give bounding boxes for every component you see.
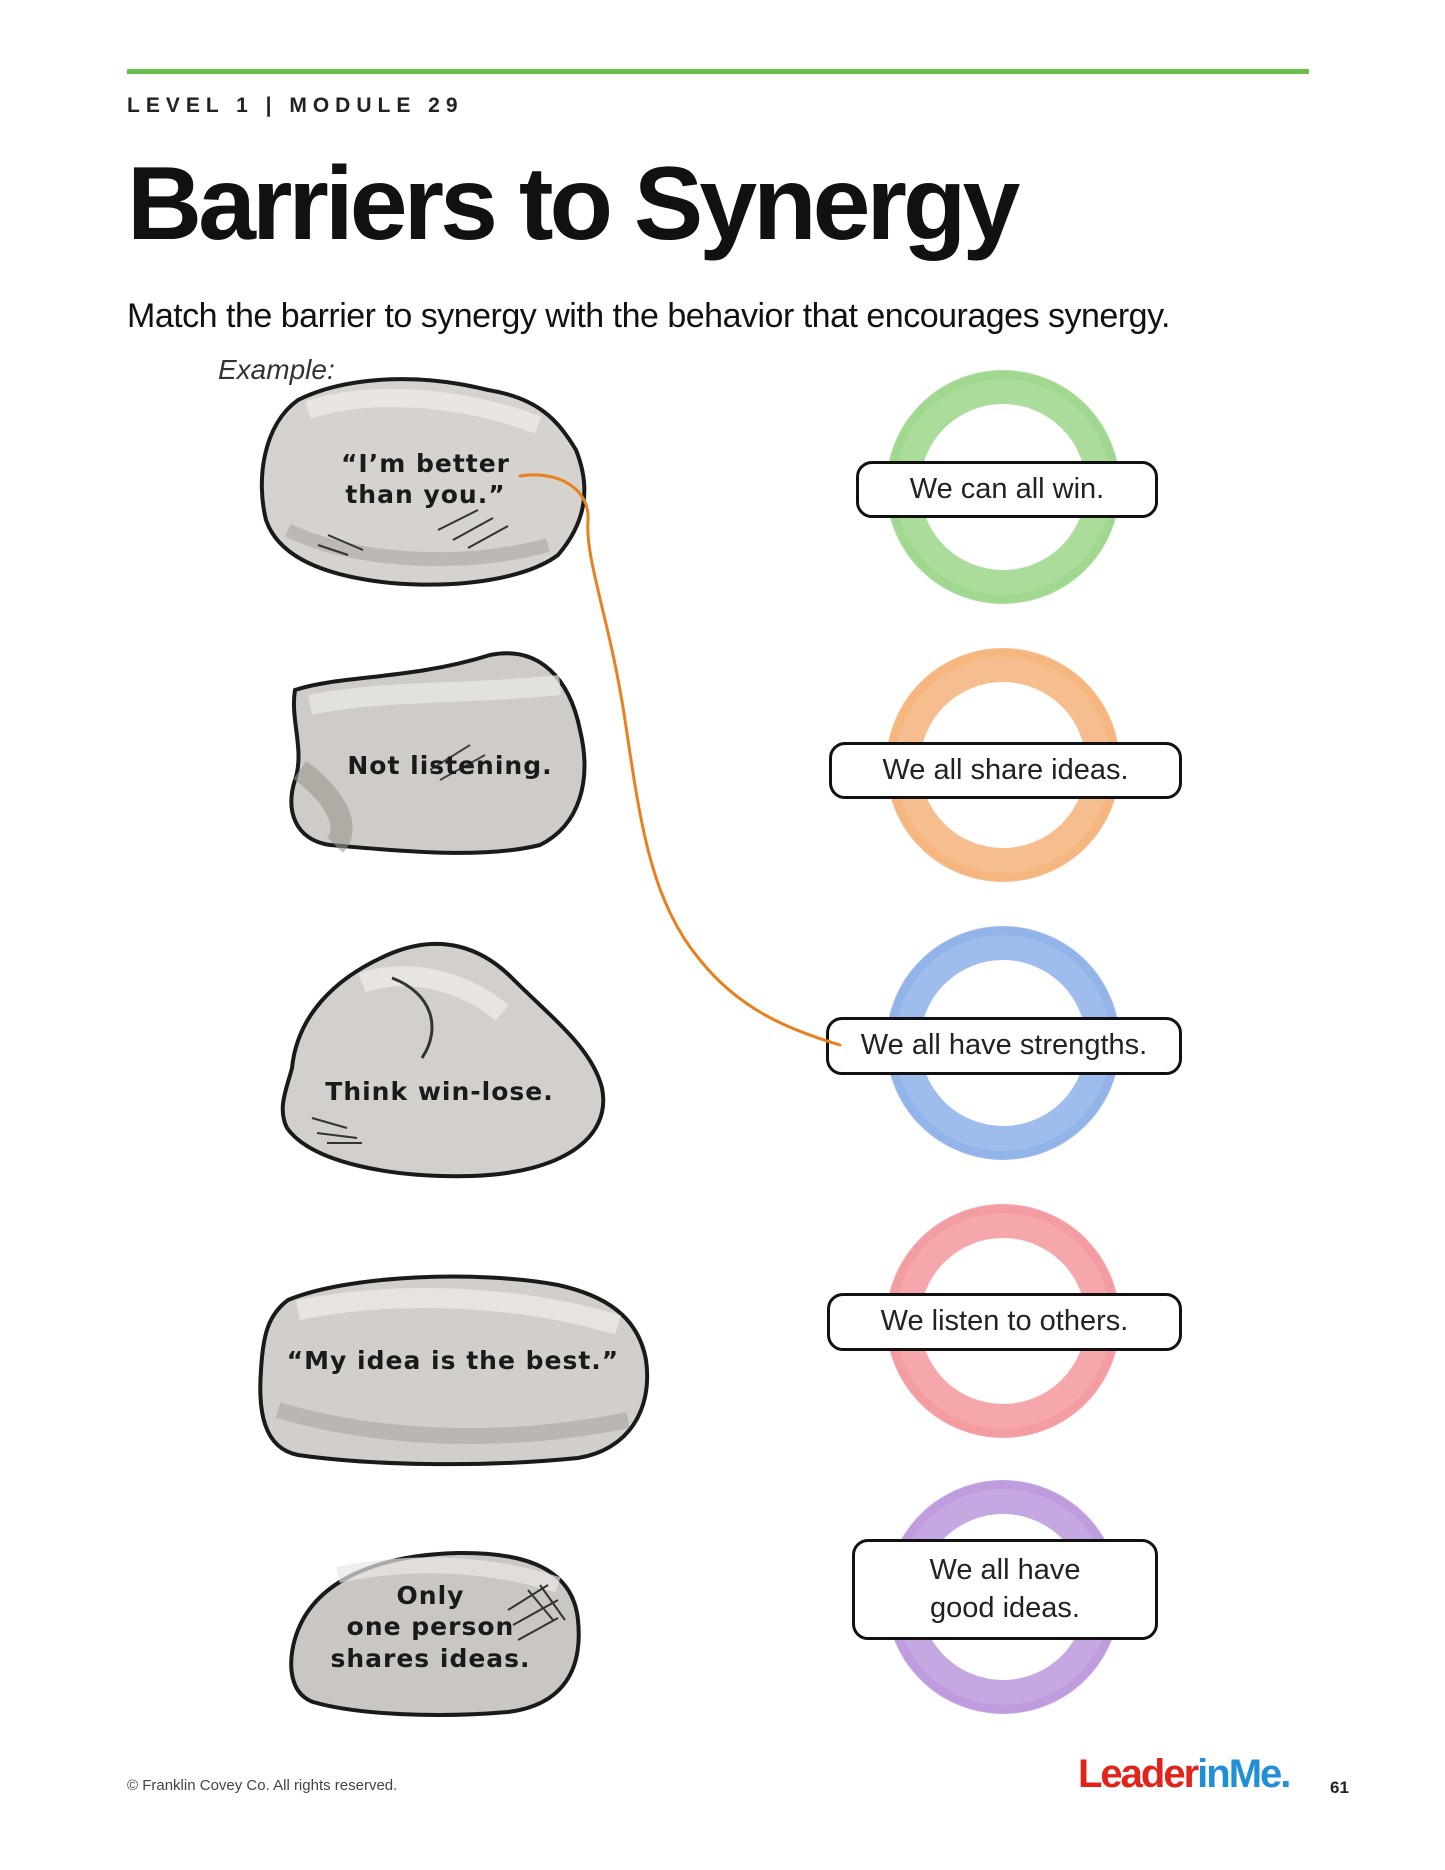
barrier-stone-1[interactable]: “I’m better than you.” — [258, 370, 593, 590]
copyright-text: © Franklin Covey Co. All rights reserved… — [127, 1777, 398, 1794]
behavior-box-1[interactable]: We can all win. — [856, 461, 1158, 518]
leader-in-me-logo: LeaderinMe. — [1078, 1752, 1291, 1797]
behavior-box-4[interactable]: We listen to others. — [827, 1293, 1182, 1351]
module-label: LEVEL 1 | MODULE 29 — [127, 94, 464, 117]
barrier-stone-2[interactable]: Not listening. — [280, 650, 600, 855]
barrier-stone-3[interactable]: Think win-lose. — [272, 938, 607, 1179]
header-rule — [127, 69, 1309, 74]
stone-5-illustration — [289, 1550, 581, 1717]
behavior-5-line-1: We all have — [929, 1553, 1081, 1586]
barrier-3-text: Think win-lose. — [325, 1077, 554, 1106]
barrier-5-line-1: Only — [396, 1581, 465, 1610]
page-number: 61 — [1330, 1778, 1349, 1797]
barrier-4-text: “My idea is the best.” — [286, 1346, 620, 1375]
barrier-2-text: Not listening. — [347, 751, 553, 780]
barrier-1-text: “I’m better than you.” — [258, 448, 593, 511]
stone-4-illustration — [258, 1274, 650, 1467]
behavior-box-3[interactable]: We all have strengths. — [826, 1017, 1182, 1075]
stone-3-illustration — [280, 941, 606, 1179]
barrier-1-line-2: than you.” — [345, 480, 506, 510]
barrier-stone-5[interactable]: Only one person shares ideas. — [278, 1550, 583, 1717]
page-title: Barriers to Synergy — [127, 146, 1020, 262]
logo-part-1: Leader — [1078, 1752, 1199, 1796]
barrier-5-line-3: shares ideas. — [330, 1643, 531, 1673]
behavior-box-5[interactable]: We all have good ideas. — [852, 1539, 1158, 1640]
logo-part-2: inMe. — [1197, 1752, 1291, 1796]
behavior-5-line-2: good ideas. — [930, 1591, 1080, 1624]
barrier-5-text: Only one person shares ideas. — [278, 1580, 583, 1674]
barrier-5-line-2: one person — [346, 1612, 515, 1642]
barrier-1-line-1: “I’m better — [340, 449, 511, 478]
example-label: Example: — [218, 354, 335, 385]
behavior-box-2[interactable]: We all share ideas. — [829, 742, 1182, 799]
barrier-stone-4[interactable]: “My idea is the best.” — [258, 1270, 650, 1467]
instruction-text: Match the barrier to synergy with the be… — [127, 297, 1171, 335]
